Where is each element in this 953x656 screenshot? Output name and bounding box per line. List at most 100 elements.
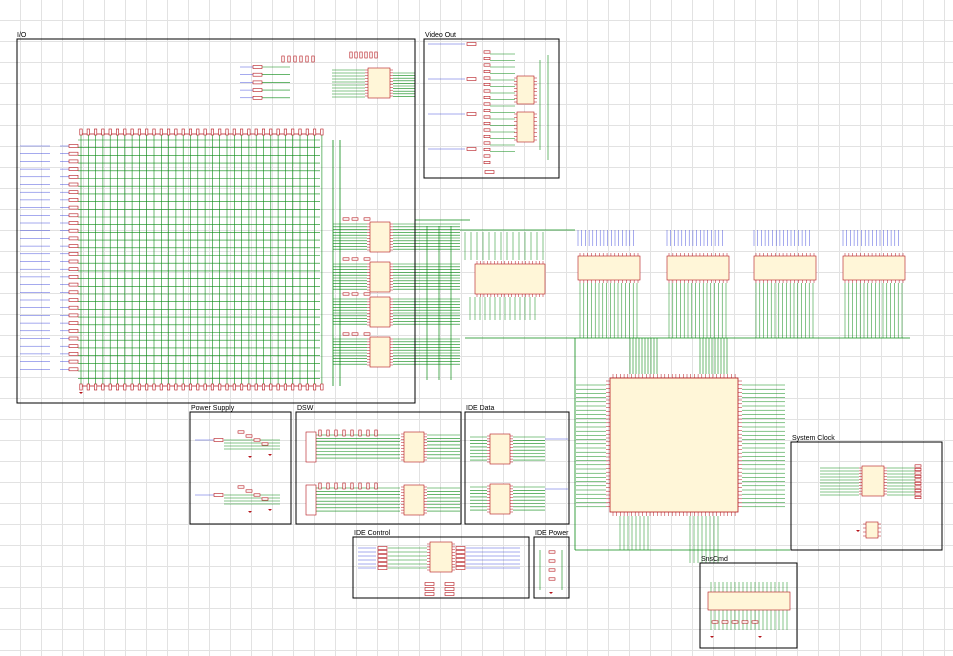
resistor: [261, 497, 269, 501]
io-connector: [68, 344, 79, 349]
ic-body: [516, 111, 535, 143]
frame-power-supply[interactable]: [189, 411, 292, 525]
resistor: [342, 429, 346, 437]
ic-body: [369, 221, 391, 253]
ide-control-connector: [455, 566, 466, 570]
resistor: [483, 83, 491, 87]
pullup-resistor: [247, 128, 251, 136]
video-connector: [484, 170, 495, 174]
resistor: [483, 102, 491, 106]
frame-io[interactable]: [16, 38, 416, 404]
sheet-title-system-clock: System Clock: [792, 435, 835, 442]
frame-ide-control[interactable]: [352, 536, 530, 599]
ide-control-connector: [444, 592, 455, 596]
io-driver-ic: [367, 336, 393, 368]
pulldown-resistor: [101, 383, 105, 391]
resistor: [237, 430, 245, 434]
ic-body: [842, 255, 906, 281]
resistor: [483, 76, 491, 80]
ground-symbol: [758, 636, 762, 638]
resistor: [721, 620, 729, 624]
io-connector: [68, 213, 79, 218]
ide-control-connector: [455, 562, 466, 566]
pullup-resistor: [225, 128, 229, 136]
io-connector: [252, 65, 263, 69]
pulldown-resistor: [137, 383, 141, 391]
resistor: [334, 429, 338, 437]
video-dac-ic: [514, 75, 537, 105]
resistor: [261, 442, 269, 446]
resistor: [914, 467, 922, 471]
io-connector: [68, 267, 79, 272]
dip-switch: [305, 484, 317, 516]
dip-switch: [305, 431, 317, 463]
frame-ide-data[interactable]: [464, 411, 570, 525]
resistor: [483, 56, 491, 60]
pulldown-resistor: [174, 383, 178, 391]
pulldown-resistor: [167, 383, 171, 391]
pullup-resistor: [196, 128, 200, 136]
io-connector: [68, 175, 79, 179]
pulldown-resistor: [298, 383, 302, 391]
pullup-resistor: [240, 128, 244, 136]
resistor: [351, 217, 359, 221]
pulldown-resistor: [210, 383, 214, 391]
pulldown-resistor: [181, 383, 185, 391]
power-connector: [213, 493, 224, 497]
ide-control-connector: [455, 546, 466, 550]
resistor: [351, 257, 359, 261]
io-connector: [252, 96, 263, 100]
pulldown-resistor: [130, 383, 134, 391]
pullup-resistor: [276, 128, 280, 136]
pullup-resistor: [167, 128, 171, 136]
snscmd-header: [707, 591, 791, 611]
video-connector: [466, 112, 477, 116]
io-connector: [252, 80, 263, 85]
resistor: [245, 489, 253, 493]
resistor: [342, 332, 350, 336]
io-connector: [68, 144, 79, 148]
frame-video-out[interactable]: [423, 38, 560, 179]
pulldown-resistor: [189, 383, 193, 391]
io-connector: [68, 313, 79, 318]
resistor: [548, 559, 556, 563]
ground-symbol: [248, 456, 252, 458]
resistor: [914, 471, 922, 475]
pullup-resistor: [269, 128, 273, 136]
ic-body: [489, 433, 511, 465]
io-connector: [68, 352, 79, 356]
resistor: [363, 257, 371, 261]
memory-ic: [842, 253, 906, 283]
io-connector: [68, 159, 79, 164]
pulldown-resistor: [152, 383, 156, 391]
resistor: [914, 488, 922, 492]
ic-body: [516, 75, 535, 105]
components-layer: [68, 42, 922, 638]
resistor: [354, 51, 358, 59]
sheet-frames-layer: [16, 38, 943, 649]
pulldown-resistor: [283, 383, 287, 391]
dsw-buffer-ic: [401, 484, 427, 516]
io-connector: [68, 321, 79, 325]
pullup-resistor: [291, 128, 295, 136]
video-connector: [466, 42, 477, 46]
resistor: [281, 55, 285, 63]
ic-body: [865, 521, 879, 539]
frame-system-clock[interactable]: [790, 441, 943, 551]
clock-generator-ic: [859, 465, 887, 497]
resistor: [483, 161, 491, 165]
dsw-buffer-ic: [401, 431, 427, 463]
ground-symbol: [79, 392, 83, 394]
pullup-resistor: [254, 128, 258, 136]
crystal-oscillator: [863, 521, 881, 539]
io-connector: [68, 275, 79, 279]
frame-ide-power[interactable]: [533, 536, 570, 599]
io-connector: [68, 328, 79, 333]
resistor: [483, 70, 491, 74]
resistor: [914, 492, 922, 496]
frame-dsw[interactable]: [295, 411, 462, 525]
frame-snscmd[interactable]: [699, 562, 798, 649]
pulldown-resistor: [94, 383, 98, 391]
resistor: [351, 292, 359, 296]
